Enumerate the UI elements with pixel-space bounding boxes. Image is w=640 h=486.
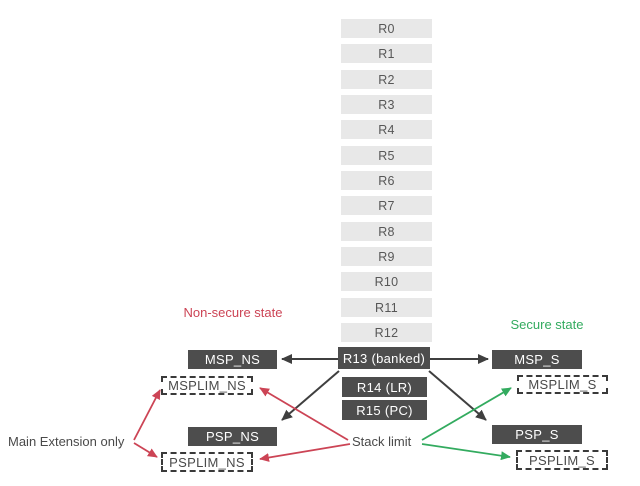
secure-state-label: Secure state	[510, 317, 584, 332]
register-psplim-ns: PSPLIM_NS	[161, 452, 253, 472]
non-secure-state-label: Non-secure state	[183, 305, 283, 320]
register-r15-pc: R15 (PC)	[342, 400, 427, 420]
register-r8: R8	[341, 222, 432, 241]
register-r12: R12	[341, 323, 432, 342]
register-msp-s: MSP_S	[492, 350, 582, 369]
register-msplim-ns: MSPLIM_NS	[161, 376, 253, 395]
arrow-r13-to-psp-ns	[281, 370, 340, 421]
register-r14-lr: R14 (LR)	[342, 377, 427, 397]
arrow-stacklimit-to-msplim-s	[421, 387, 512, 441]
register-r2: R2	[341, 70, 432, 89]
register-psp-ns: PSP_NS	[188, 427, 277, 446]
stack-limit-label: Stack limit	[352, 434, 412, 449]
register-psp-s: PSP_S	[492, 425, 582, 444]
arrow-stacklimit-to-psplim-ns	[259, 443, 351, 462]
register-r9: R9	[341, 247, 432, 266]
register-msplim-s: MSPLIM_S	[517, 375, 608, 394]
main-extension-only-label: Main Extension only	[8, 434, 125, 449]
register-r0: R0	[341, 19, 432, 38]
arrow-mainext-to-psplim-ns	[133, 442, 158, 458]
register-r13-banked: R13 (banked)	[338, 347, 430, 369]
register-r11: R11	[341, 298, 432, 317]
register-r10: R10	[341, 272, 432, 291]
register-r6: R6	[341, 171, 432, 190]
arrow-mainext-to-msplim-ns	[133, 389, 161, 441]
register-r3: R3	[341, 95, 432, 114]
register-r5: R5	[341, 146, 432, 165]
register-r1: R1	[341, 44, 432, 63]
register-r7: R7	[341, 196, 432, 215]
arrow-stacklimit-to-msplim-ns	[259, 387, 349, 441]
arrow-stacklimit-to-psplim-s	[421, 443, 511, 461]
register-r4: R4	[341, 120, 432, 139]
register-msp-ns: MSP_NS	[188, 350, 277, 369]
arrow-r13-to-psp-s	[428, 370, 487, 421]
register-psplim-s: PSPLIM_S	[516, 450, 608, 470]
